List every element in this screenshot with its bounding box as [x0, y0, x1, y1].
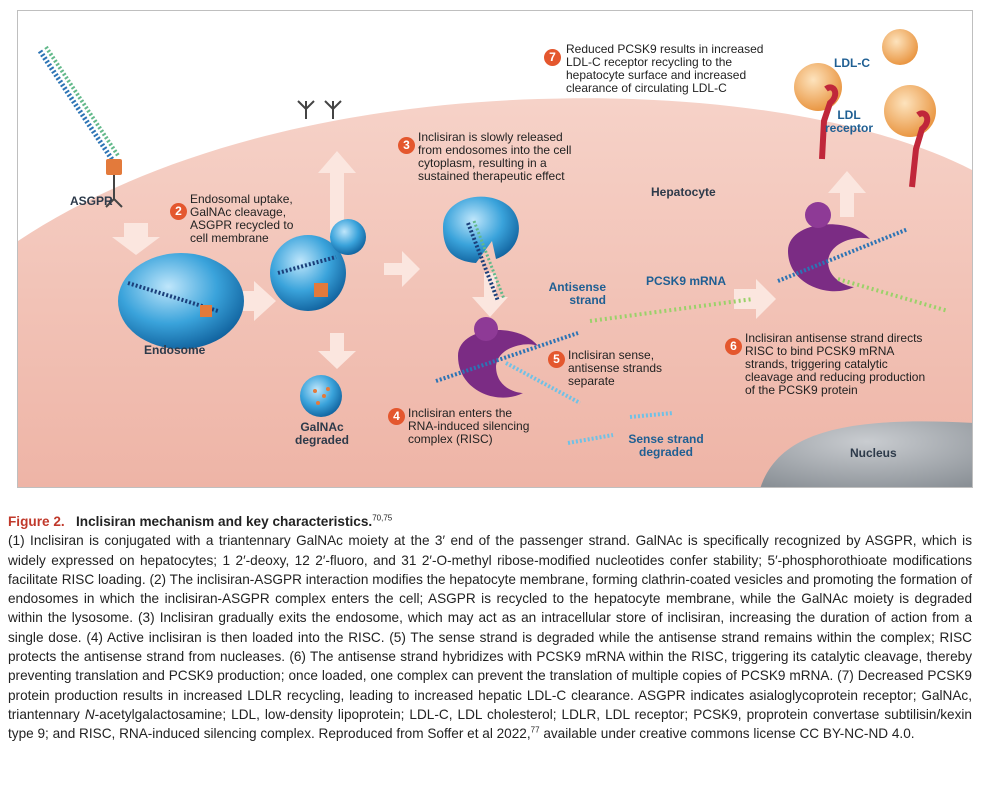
step-2-badge: 2: [170, 203, 187, 220]
caption-body-3: available under creative commons license…: [539, 726, 915, 742]
galnac-degraded-label: GalNAc degraded: [294, 420, 349, 447]
endosome-1: [118, 253, 244, 349]
caption-body-1: (1) Inclisiran is conjugated with a tria…: [8, 533, 972, 722]
endosome-3: [443, 196, 519, 302]
step-6-badge: 6: [725, 338, 742, 355]
ldl-receptors: [794, 29, 936, 188]
hepatocyte-label: Hepatocyte: [651, 185, 716, 199]
process-arrows: [112, 151, 866, 369]
caption-ref: 77: [530, 725, 540, 735]
ldl-c-label: LDL-C: [834, 56, 870, 70]
step-2-text: Endosomal uptake,GalNAc cleavage,ASGPR r…: [190, 192, 294, 245]
step-5-badge: 5: [548, 351, 565, 368]
free-galnac-icons: [297, 100, 342, 119]
step-3-badge: 3: [398, 137, 415, 154]
step-7-badge: 7: [544, 49, 561, 66]
endosome-2: [270, 219, 366, 311]
caption-body-2: -acetylgalactosamine; LDL, low-density l…: [8, 706, 972, 742]
risc-complex-1: [435, 317, 581, 405]
inclisiran-strand-outside: [37, 45, 123, 208]
figure-title: Inclisiran mechanism and key characteris…: [76, 514, 373, 529]
figure-label: Figure 2.: [8, 514, 65, 529]
nucleus-label: Nucleus: [850, 446, 897, 460]
asgpr-label: ASGPR: [70, 194, 113, 208]
endosome-label: Endosome: [144, 343, 206, 357]
sense-strand-degraded-label: Sense strand degraded: [628, 432, 704, 459]
diagram-artwork: [18, 29, 972, 487]
antisense-strand-label: Antisense strand: [548, 280, 606, 307]
step-4-badge: 4: [388, 408, 405, 425]
ldl-receptor-label: LDL receptor: [824, 108, 874, 135]
pcsk9-mrna-label: PCSK9 mRNA: [646, 274, 727, 288]
title-refs: 70,75: [372, 513, 393, 523]
caption-italic: N: [84, 706, 95, 722]
risc-complex-2: [777, 202, 949, 313]
nucleus-shape: [760, 421, 972, 487]
figure-caption: Figure 2. Inclisiran mechanism and key c…: [8, 512, 972, 744]
sense-strand-fragments: [567, 411, 674, 445]
mechanism-diagram: ASGPR Endosome GalNAc degraded Hepatocyt…: [17, 10, 973, 488]
galnac-degraded-lysosome: [300, 375, 342, 417]
